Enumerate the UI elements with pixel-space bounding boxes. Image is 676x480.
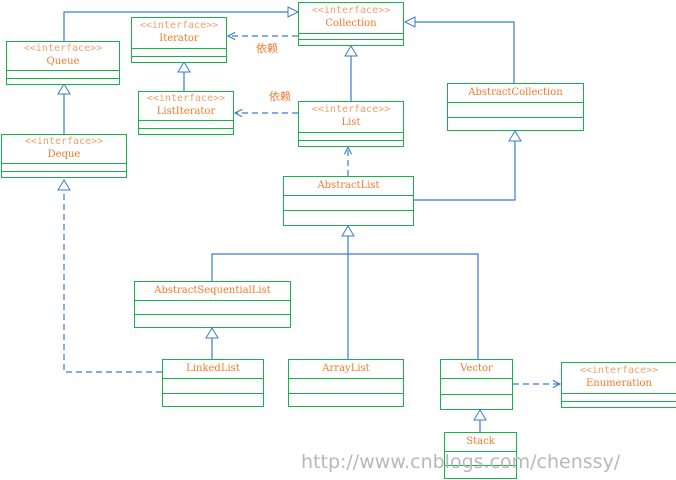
arrowhead-deque <box>57 179 71 191</box>
class-name: ArrayList <box>322 363 370 374</box>
edge-abstractsequentiallist-abstractlist <box>211 253 348 281</box>
class-abstractcollection: AbstractCollection <box>447 83 584 131</box>
class-name: Queue <box>46 56 80 67</box>
class-deque: <<interface>> Deque <box>1 134 127 178</box>
class-arraylist: ArrayList <box>288 359 404 407</box>
class-name: Enumeration <box>585 378 652 389</box>
stereotype-label: <<interface>> <box>139 20 219 31</box>
class-name: ListIterator <box>156 106 216 117</box>
dependency-label: 依赖 <box>269 90 291 103</box>
class-name: Stack <box>466 436 495 447</box>
arrowhead-vector <box>473 409 487 421</box>
class-collection: <<interface>> Collection <box>298 2 404 46</box>
stereotype-label: <<interface>> <box>24 136 104 147</box>
class-name: Collection <box>325 18 377 29</box>
class-abstractlist: AbstractList <box>283 176 414 226</box>
arrowhead-abstractlist <box>341 225 355 237</box>
class-listiterator: <<interface>> ListIterator <box>138 91 234 135</box>
arrowhead-collection-list <box>344 45 358 57</box>
class-enumeration: <<interface>> Enumeration <box>561 362 676 408</box>
arrowhead-abstractsequentiallist <box>205 327 219 339</box>
class-iterator: <<interface>> Iterator <box>131 17 227 63</box>
stereotype-label: <<interface>> <box>311 104 391 115</box>
class-name: AbstractList <box>317 180 380 191</box>
arrowhead-collection-queue <box>287 6 300 18</box>
stereotype-label: <<interface>> <box>311 5 391 16</box>
class-vector: Vector <box>440 359 513 410</box>
edge-abstractcollection-collection <box>405 21 515 83</box>
class-list: <<interface>> List <box>298 101 404 147</box>
class-name: AbstractSequentialList <box>154 285 271 296</box>
stereotype-label: <<interface>> <box>23 43 103 54</box>
class-stack: Stack <box>444 432 517 479</box>
edge-abstractlist-abstractcollection <box>413 131 516 201</box>
arrowhead-abstractcollection <box>508 130 522 142</box>
edge-linkedlist-deque <box>63 182 162 373</box>
dependency-label: 依赖 <box>256 42 278 55</box>
stereotype-label: <<interface>> <box>146 93 226 104</box>
class-name: Iterator <box>159 33 199 44</box>
arrowhead-collection-abstractcollection <box>403 16 416 28</box>
class-name: LinkedList <box>186 363 240 374</box>
stereotype-label: <<interface>> <box>579 365 659 376</box>
class-name: List <box>341 117 361 128</box>
class-abstractsequentiallist: AbstractSequentialList <box>134 281 291 328</box>
class-name: Deque <box>47 149 81 160</box>
class-name: AbstractCollection <box>468 87 563 98</box>
edge-vector-abstractlist <box>348 253 479 359</box>
arrowhead-iterator <box>177 61 191 73</box>
class-linkedlist: LinkedList <box>162 359 264 407</box>
arrowhead-queue <box>57 83 71 95</box>
class-queue: <<interface>> Queue <box>6 41 120 85</box>
edge-queue-collection <box>63 11 298 41</box>
class-name: Vector <box>460 363 493 374</box>
watermark-url: http://www.cnblogs.com/chenssy/ <box>301 451 621 473</box>
